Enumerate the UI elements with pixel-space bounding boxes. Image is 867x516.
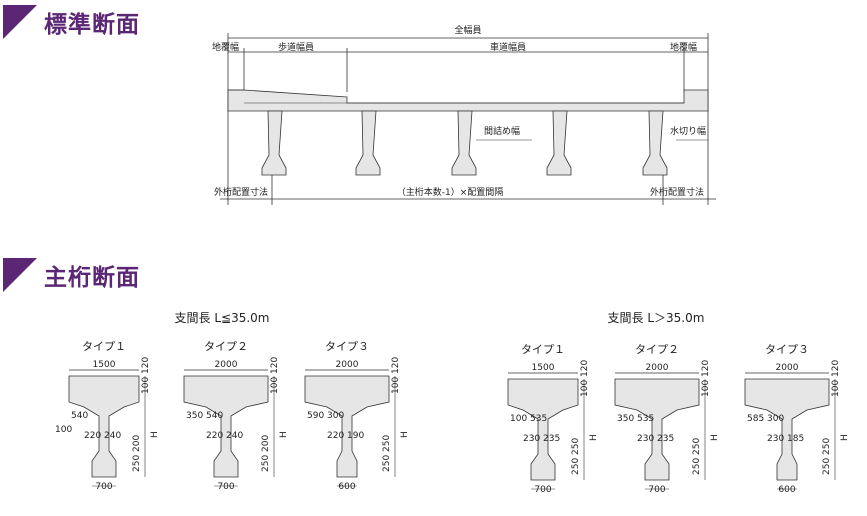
girder-section-shape	[614, 378, 700, 481]
dim-bottom-width: 700	[534, 485, 551, 495]
sidewalk-width-label: 歩道幅員	[278, 41, 314, 53]
dim-height: H	[279, 431, 289, 438]
dim-height: H	[840, 434, 850, 441]
dim-right-bottom: 250 250	[382, 435, 392, 472]
outer-girder-left-label: 外桁配置寸法	[214, 186, 268, 198]
curb-width-left-label: 地覆幅	[212, 41, 239, 53]
type-label: タイプ１	[82, 340, 126, 353]
section-title: 標準断面	[44, 12, 140, 38]
dim-web-top: 350 535	[617, 414, 654, 424]
dim-top-width: 2000	[336, 360, 359, 370]
dim-bottom-width: 700	[648, 485, 665, 495]
girder-section-shape	[507, 378, 579, 481]
dim-web-top: 585 300	[747, 414, 784, 424]
girder-section-shape	[183, 375, 269, 478]
dim-right-bottom: 250 200	[132, 435, 142, 472]
dim-right-top: 100 120	[701, 360, 711, 397]
dim-height: H	[150, 431, 160, 438]
girder-section-shape	[68, 375, 140, 478]
dim-right-bottom: 250 250	[822, 438, 832, 475]
dim-web-top: 540	[71, 411, 88, 421]
dim-top-width: 2000	[776, 363, 799, 373]
dim-top-width: 2000	[215, 360, 238, 370]
dim-bottom-width: 600	[778, 485, 795, 495]
dim-top-width: 1500	[532, 363, 555, 373]
dim-right-top: 100 120	[580, 360, 590, 397]
gap-width-label: 間詰め幅	[484, 125, 520, 137]
dim-web-top: 590 300	[307, 411, 344, 421]
dim-height: H	[589, 434, 599, 441]
dim-right-top: 100 120	[141, 357, 151, 394]
dim-web-top: 100 535	[510, 414, 547, 424]
total-width-label: 全幅員	[454, 24, 481, 36]
roadway-width-label: 車道幅員	[490, 41, 526, 53]
dim-top-width: 2000	[646, 363, 669, 373]
dim-right-top: 100 120	[391, 357, 401, 394]
section-title: 主桁断面	[44, 265, 140, 291]
type-label: タイプ３	[765, 343, 809, 356]
girder-section-shape	[304, 375, 390, 478]
spacing-label: （主桁本数-1）×配置間隔	[397, 186, 504, 198]
dim-right-bottom: 250 250	[692, 438, 702, 475]
dim-web-width: 230 235	[637, 434, 674, 444]
dim-right-bottom: 250 250	[571, 438, 581, 475]
dim-web-width: 220 190	[327, 431, 364, 441]
curb-width-right-label: 地覆幅	[670, 41, 697, 53]
dim-height: H	[710, 434, 720, 441]
type-label: タイプ３	[325, 340, 369, 353]
dim-web-width: 220 240	[84, 431, 121, 441]
type-label: タイプ２	[204, 340, 248, 353]
dim-right-top: 100 120	[831, 360, 841, 397]
group-caption: 支間長 L≦35.0m	[175, 311, 270, 325]
dim-right-top: 100 120	[270, 357, 280, 394]
type-label: タイプ１	[521, 343, 565, 356]
dim-web-width: 220 240	[206, 431, 243, 441]
group-caption: 支間長 L＞35.0m	[608, 311, 705, 325]
outer-girder-right-label: 外桁配置寸法	[650, 186, 704, 198]
heading-marker-icon	[3, 5, 37, 39]
drip-width-label: 水切り幅	[670, 125, 706, 137]
dim-web-top: 350 540	[186, 411, 223, 421]
dim-web-width: 230 235	[523, 434, 560, 444]
dim-web-width: 230 185	[767, 434, 804, 444]
heading-marker-icon	[3, 258, 37, 292]
dim-bottom-width: 600	[338, 482, 355, 492]
type-label: タイプ２	[635, 343, 679, 356]
girder-section-shape	[744, 378, 830, 481]
dim-bottom-width: 700	[95, 482, 112, 492]
dim-top-width: 1500	[93, 360, 116, 370]
dim-side: 100	[55, 425, 72, 435]
dim-height: H	[400, 431, 410, 438]
dim-right-bottom: 250 200	[261, 435, 271, 472]
dim-bottom-width: 700	[217, 482, 234, 492]
